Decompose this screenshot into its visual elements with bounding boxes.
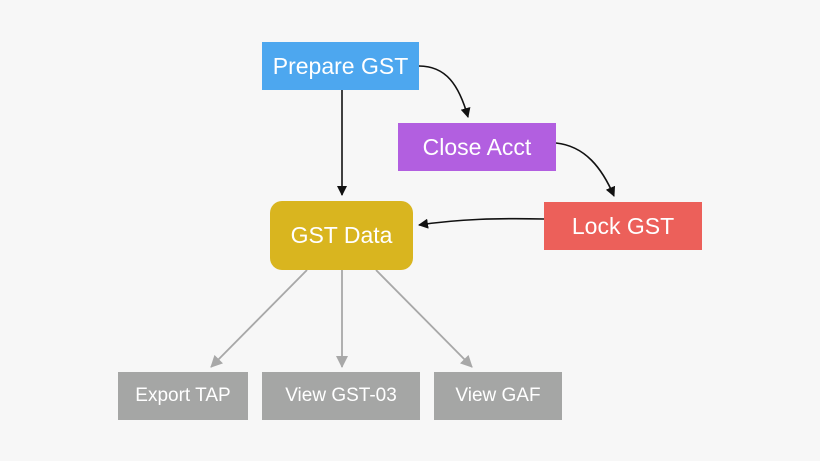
node-view-gst03: View GST-03: [262, 372, 420, 420]
edge-close-to-lock: [555, 142, 616, 197]
node-close-acct: Close Acct: [398, 123, 556, 171]
edge-lock-to-data: [418, 217, 545, 229]
node-gst-data: GST Data: [270, 201, 413, 270]
node-export-tap: Export TAP: [118, 372, 248, 420]
node-lock-gst: Lock GST: [544, 202, 702, 250]
edge-data-to-gaf: [375, 269, 473, 368]
node-prepare-gst: Prepare GST: [262, 42, 419, 90]
edge-prepare-to-close: [418, 65, 471, 118]
edge-data-to-export: [210, 269, 308, 368]
node-view-gaf: View GAF: [434, 372, 562, 420]
